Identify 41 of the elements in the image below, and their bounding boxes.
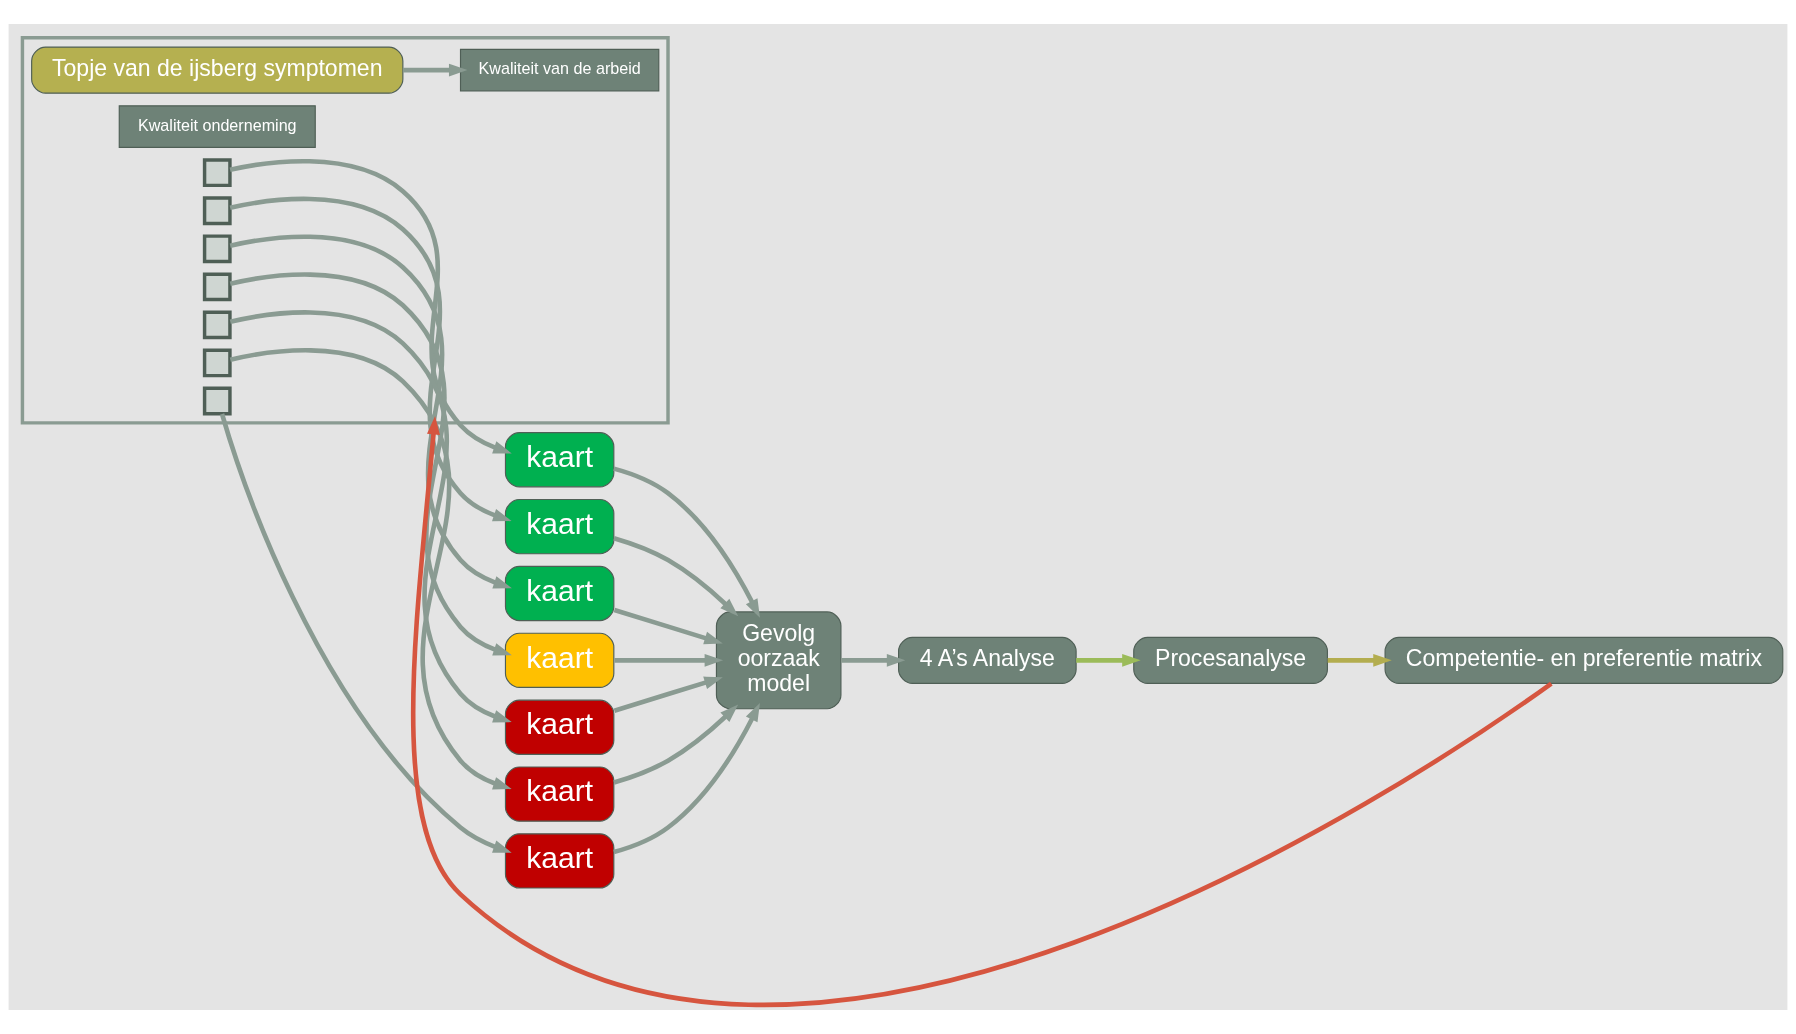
node-box: kaart <box>504 632 615 689</box>
arrow <box>229 272 512 656</box>
arrow <box>229 196 512 522</box>
arrow <box>410 415 1553 1007</box>
node-box: Competentie- en preferentie matrix <box>1384 636 1784 684</box>
node-box: kaart <box>504 699 615 755</box>
node-box: Gevolg oorzaak model <box>715 611 842 710</box>
arrow <box>1076 653 1141 667</box>
node-box <box>202 196 232 226</box>
arrow <box>614 653 724 667</box>
arrow <box>841 653 906 667</box>
node-box: Topje van de ijsberg symptomen <box>31 46 404 94</box>
node-box: kaart <box>504 766 615 822</box>
arrow <box>613 704 739 785</box>
node-box: Kwaliteit onderneming <box>118 105 316 148</box>
node-box: Procesanalyse <box>1133 636 1328 684</box>
arrow <box>229 348 512 790</box>
arrow <box>229 310 512 723</box>
arrow <box>613 466 760 618</box>
arrow <box>402 63 468 77</box>
arrow <box>613 676 723 713</box>
node-box: kaart <box>504 432 615 488</box>
arrow <box>229 234 512 589</box>
arrow <box>613 536 739 617</box>
arrow <box>229 159 512 454</box>
node-box: kaart <box>504 498 615 555</box>
node-box: 4 A’s Analyse <box>898 636 1077 684</box>
arrow <box>613 702 760 855</box>
node-box <box>202 386 232 416</box>
arrow <box>219 413 512 853</box>
node-box <box>202 348 232 378</box>
node-box <box>202 158 232 188</box>
node-box: Kwaliteit van de arbeid <box>459 48 660 92</box>
node-box: kaart <box>504 565 615 622</box>
node-box <box>202 272 232 302</box>
node-box <box>202 234 232 264</box>
cluster <box>20 36 670 425</box>
arrow <box>613 607 723 645</box>
node-box: kaart <box>504 833 615 889</box>
arrow <box>1327 653 1392 667</box>
node-box <box>202 310 232 340</box>
